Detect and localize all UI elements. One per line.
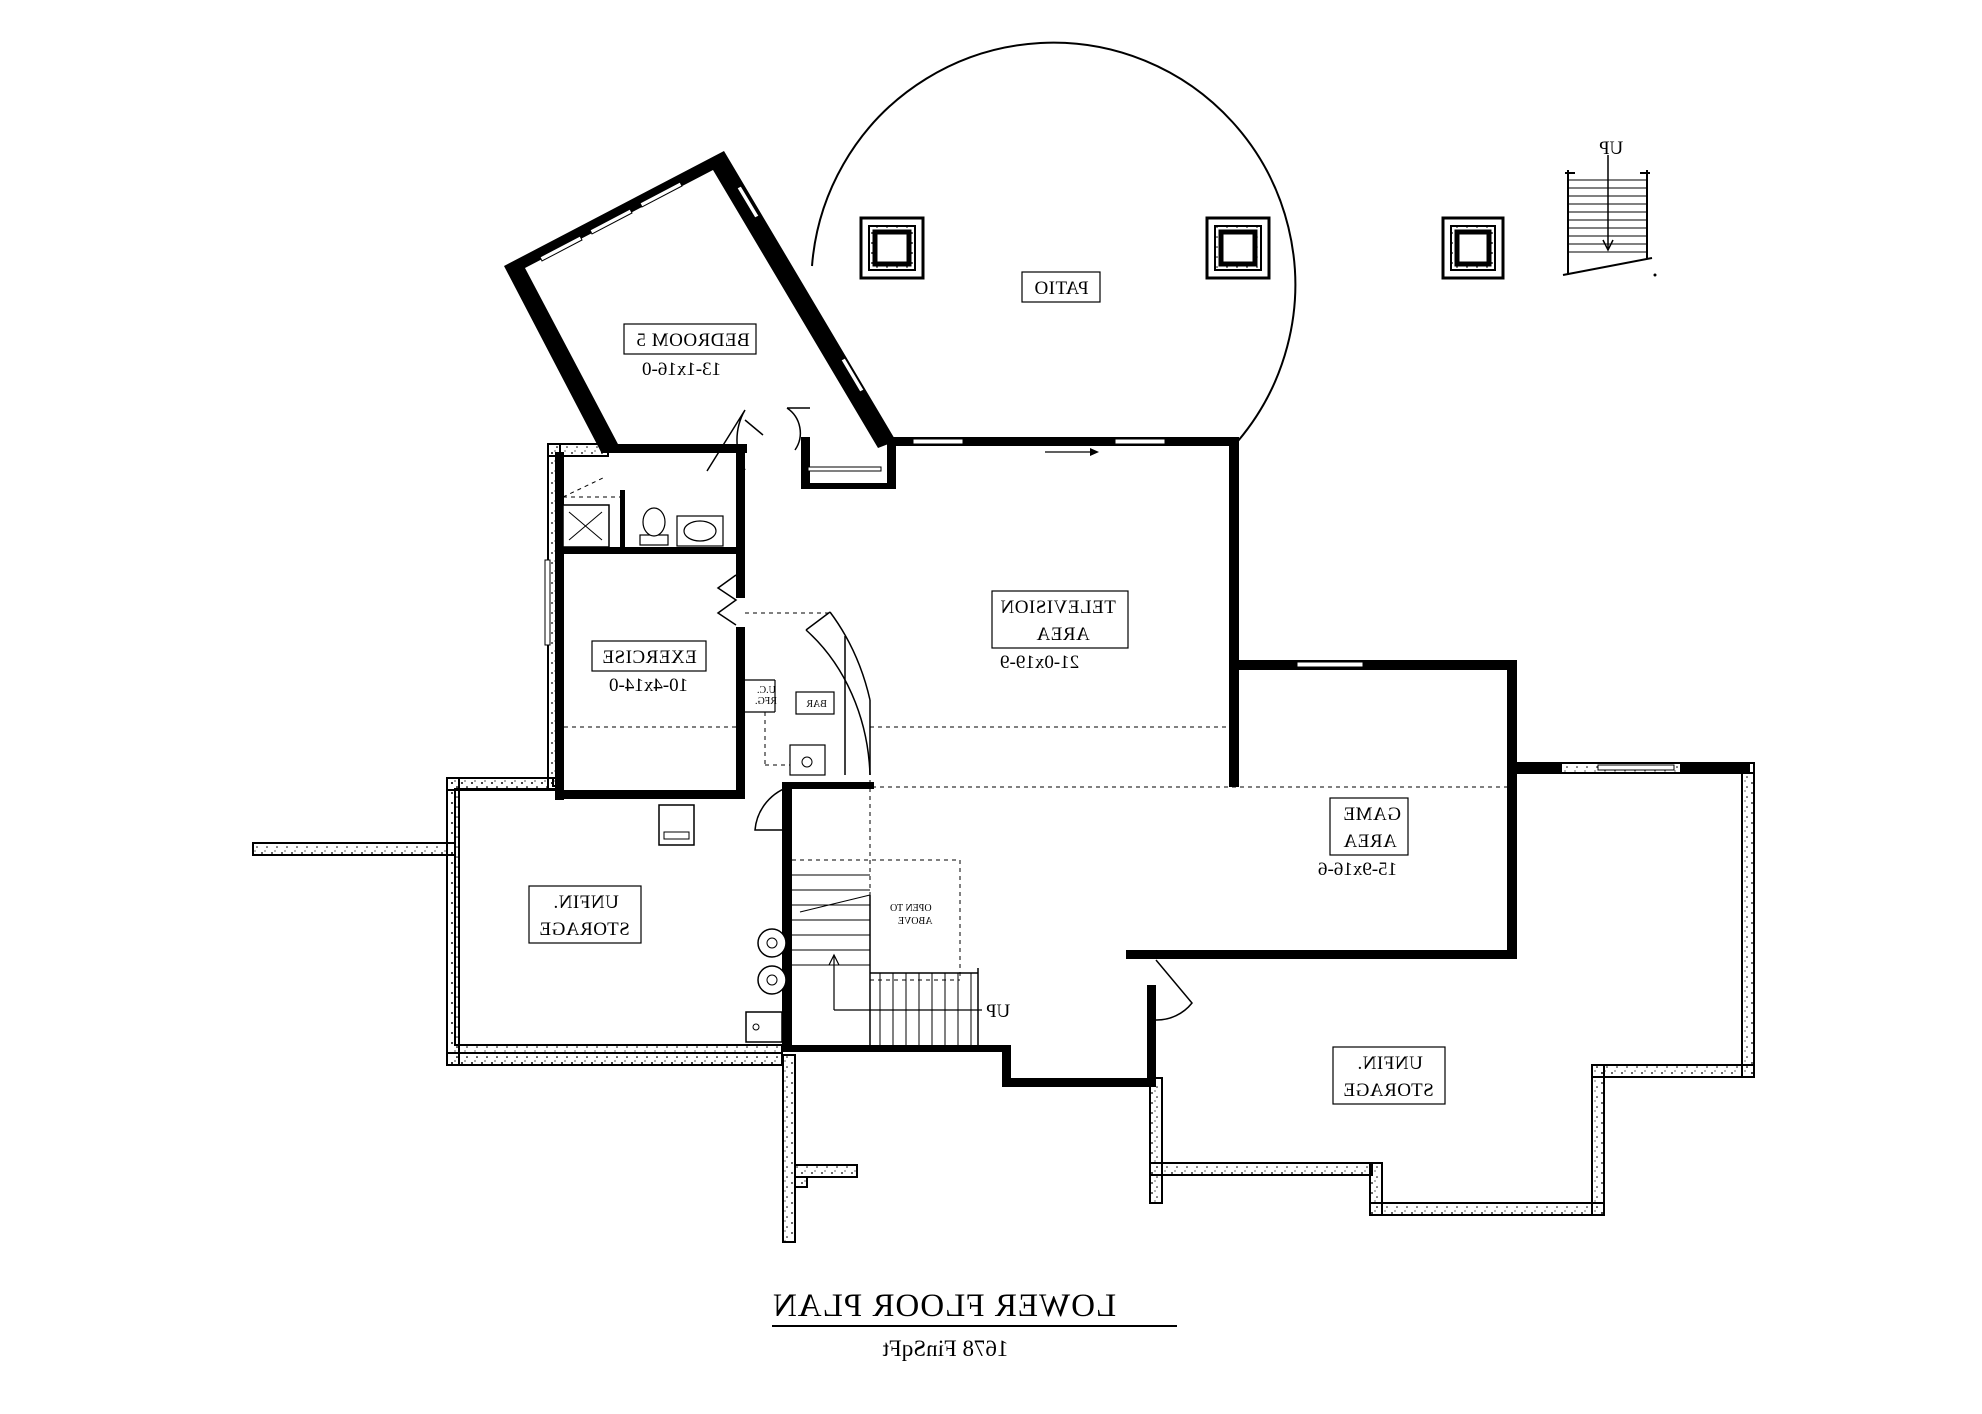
bath-fixtures <box>562 476 724 548</box>
fridge-label-2: RFG. <box>755 696 777 707</box>
interior-walls <box>555 437 1750 1087</box>
storage-right-name-2: STORAGE <box>1343 1080 1434 1101</box>
storage-left-label: UNFIN. STORAGE <box>528 885 642 944</box>
game-name-1: GAME <box>1343 804 1401 825</box>
storage-left-name-2: STORAGE <box>539 919 630 940</box>
patio-column-1 <box>859 216 925 280</box>
open-to-above-2: ABOVE <box>898 916 932 927</box>
windows <box>544 438 1675 771</box>
room-labels: BEDROOM 5 13-1x16-0 PATIO TELEVISION ARE… <box>528 271 1446 1105</box>
doors <box>706 407 1193 1021</box>
drawing-title-block: LOWER FLOOR PLAN 1678 FinSqFt <box>772 1288 1177 1361</box>
bedroom-size: 13-1x16-0 <box>642 359 721 380</box>
slider-arrow <box>1045 448 1099 456</box>
stair-up-label-top: UP <box>1599 138 1623 159</box>
exterior-stair: UP <box>1562 138 1657 277</box>
exercise-label: EXERCISE 10-4x14-0 <box>591 640 707 696</box>
patio-label: PATIO <box>1021 271 1101 303</box>
fridge-label-1: U.C. <box>757 685 776 696</box>
patio <box>811 41 1505 442</box>
television-size: 21-0x19-9 <box>1000 652 1079 673</box>
television-name-2: AREA <box>1036 624 1090 645</box>
bar-label: BAR <box>806 699 827 710</box>
mechanical-equipment <box>658 804 787 1043</box>
stair-up-label-main: UP <box>986 1001 1010 1022</box>
exercise-size: 10-4x14-0 <box>609 675 688 696</box>
game-name-2: AREA <box>1343 831 1397 852</box>
bedroom-label: BEDROOM 5 13-1x16-0 <box>623 323 757 380</box>
exercise-name: EXERCISE <box>602 647 697 668</box>
open-to-above-1: OPEN TO <box>890 903 932 914</box>
patio-column-3 <box>1441 216 1505 280</box>
main-stair: UP OPEN TO ABOVE <box>792 874 1010 1045</box>
game-label: GAME AREA 15-9x16-6 <box>1318 797 1409 880</box>
game-size: 15-9x16-6 <box>1318 859 1397 880</box>
bedroom-walls <box>504 151 896 452</box>
television-label: TELEVISION AREA 21-0x19-9 <box>991 590 1129 673</box>
drawing-title: LOWER FLOOR PLAN <box>772 1288 1116 1324</box>
patio-name: PATIO <box>1034 278 1089 299</box>
bar-counter: BAR U.C. RFG. <box>745 611 871 776</box>
patio-column-2 <box>1205 216 1271 280</box>
storage-right-name-1: UNFIN. <box>1357 1053 1423 1074</box>
bedroom-name: BEDROOM 5 <box>636 330 750 351</box>
storage-right-label: UNFIN. STORAGE <box>1332 1046 1446 1105</box>
storage-left-name-1: UNFIN. <box>553 892 619 913</box>
foundation-walls <box>252 443 1755 1243</box>
television-name-1: TELEVISION <box>1000 597 1116 618</box>
drawing-subtitle: 1678 FinSqFt <box>882 1336 1009 1361</box>
